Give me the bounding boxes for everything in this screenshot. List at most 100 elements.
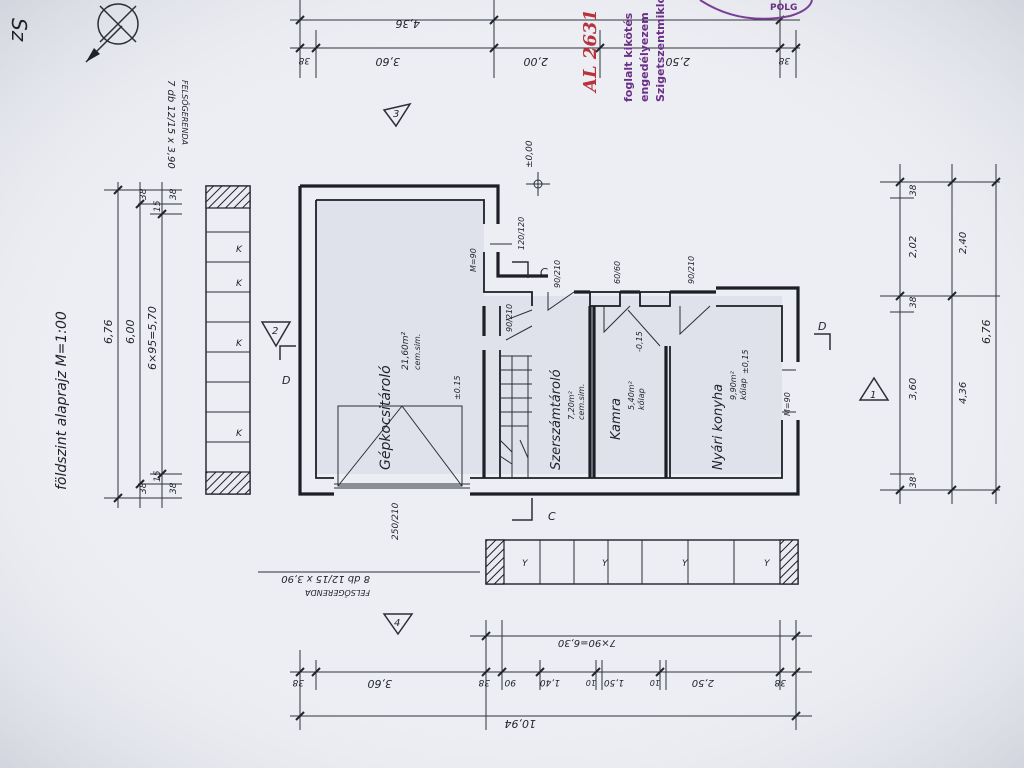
stamp-seal-text: POLG (770, 3, 797, 13)
dim-bottom-total: 10,94 (505, 717, 537, 730)
dim-left-a: 38 (139, 188, 149, 200)
dim-left-d: 38 (139, 482, 149, 494)
room-floor-summer-kitchen: kőlap (739, 378, 748, 400)
section-mark-d-right: D (818, 320, 826, 333)
room-level-summer-kitchen: ±0,15 (741, 349, 750, 374)
view-mark-3: 3 (393, 109, 399, 120)
room-name-summer-kitchen: Nyári konyha (711, 384, 726, 470)
dim-left-c: 38 (169, 188, 179, 200)
staircase (499, 309, 533, 478)
dim-left-total: 6,76 (102, 320, 115, 345)
north-arrow-icon (85, 3, 139, 63)
section-mark-d-left: D (282, 374, 290, 387)
dim-right-f: 4,36 (958, 382, 969, 404)
dim-right-e: 3,60 (908, 378, 919, 400)
view-mark-2: 2 (272, 326, 278, 337)
stamp-line-1: foglalt kikötés (622, 12, 635, 102)
drawing-title: földszint alaprajz M=1:00 (54, 311, 70, 490)
svg-text:Y: Y (522, 559, 529, 569)
dim-right-b: 2,02 (908, 236, 919, 258)
stamp-line-2: engedélyezem (638, 12, 651, 102)
svg-text:Y: Y (764, 559, 771, 569)
dim-bottom-k: 7×90=6,30 (558, 637, 616, 648)
dim-left-f: 38 (169, 482, 179, 494)
opening-120: 120/120 (517, 217, 526, 250)
opening-labels: 120/120 90/210 60/60 90/210 250/210 M=90… (391, 217, 792, 540)
dim-left-inner: 6,00 (124, 320, 137, 345)
svg-text:K: K (236, 339, 243, 349)
room-level-garage: ±0.15 (453, 375, 462, 400)
garage-door-swing (334, 405, 470, 489)
dim-left-e: 15 (153, 470, 163, 482)
level-mark-outside: ±0,00 (525, 140, 550, 196)
dim-bottom-f: 10 (586, 678, 596, 687)
section-mark-c-bottom: C (548, 510, 556, 523)
section-mark-c-top: C (540, 266, 548, 279)
corner-mark: Sz (7, 18, 31, 42)
lintel-bottom-sub: FELSŐGERENDA (305, 588, 370, 598)
dim-right-a: 38 (909, 184, 919, 196)
dim-bottom-d: 90 (504, 677, 516, 687)
room-name-pantry: Kamra (609, 398, 624, 440)
view-marks: 3 2 1 4 (260, 102, 890, 636)
view-mark-1: 1 (870, 390, 876, 401)
dim-right-total: 6,76 (980, 320, 993, 345)
level-mark-0: ±0,00 (525, 140, 535, 168)
right-dimensions: 38 2,02 2,40 6,76 38 3,60 4,36 38 (880, 164, 1001, 504)
dim-top-b: 38 (298, 55, 310, 65)
dim-bottom-c: 38 (478, 677, 490, 687)
opening-90-b: 90/210 (687, 256, 696, 284)
lintel-strip-left: K K K K (205, 185, 251, 495)
room-summer-kitchen: Nyári konyha 9,90m² kőlap ±0,15 (711, 349, 750, 470)
top-dimensions: 4,36 3,60 38 2,00 2,50 38 (290, 0, 801, 78)
lintel-bottom-label: 8 db 12/15 x 3,90 (281, 573, 370, 584)
dim-right-d: 38 (909, 296, 919, 308)
room-name-garage: Gépkocsitároló (378, 365, 394, 470)
dim-top-total: 4,36 (396, 17, 421, 30)
dim-right-c: 2,40 (958, 232, 969, 254)
dim-top-a: 3,60 (376, 55, 401, 68)
door-swings (490, 243, 796, 413)
bottom-dimensions: 10,94 38 3,60 38 90 1,40 10 1,50 10 2,50… (290, 620, 812, 730)
dim-left-bays: 6×95=5,70 (146, 306, 159, 370)
lintel-top-sub: FELSŐGERENDA (180, 80, 190, 145)
room-tool-storage: Szerszámtároló 7,20m² cem.sim. (549, 369, 586, 470)
view-mark-4: 4 (394, 618, 400, 629)
dim-bottom-h: 10 (650, 678, 660, 687)
svg-text:Y: Y (602, 559, 609, 569)
room-area-garage: 21,60m² (401, 331, 411, 370)
lintel-top-label: 7 db 12/15 x 3,90 (165, 80, 176, 169)
room-floor-garage: cem.sim. (413, 334, 422, 370)
opening-stairs: 90/210 (505, 304, 514, 332)
room-garage: Gépkocsitároló 21,60m² cem.sim. ±0.15 (378, 331, 462, 470)
room-area-pantry: 5,40m² (627, 380, 636, 410)
stamp-line-3: Szigetszentmiklós, 18 (654, 0, 667, 102)
room-floor-tool-storage: cem.sim. (577, 384, 586, 420)
opening-60: 60/60 (613, 261, 622, 284)
section-cuts: C C D D (279, 261, 831, 523)
room-area-summer-kitchen: 9,90m² (729, 370, 738, 400)
room-floor-pantry: kőlap (637, 388, 646, 410)
svg-text:K: K (236, 429, 243, 439)
room-area-tool-storage: 7,20m² (567, 390, 576, 420)
dim-top-e: 38 (778, 55, 790, 65)
dim-bottom-j: 38 (774, 677, 786, 687)
left-dimensions: 6,76 6,00 6×95=5,70 38 15 38 38 15 38 (102, 182, 182, 508)
dim-bottom-b: 3,60 (368, 677, 393, 690)
svg-text:K: K (236, 245, 243, 255)
window-mark-left: M=90 (469, 248, 478, 272)
dim-bottom-i: 2,50 (692, 677, 714, 688)
dim-top-d: 2,50 (666, 55, 691, 68)
dim-top-c: 2,00 (524, 55, 549, 68)
opening-garage: 250/210 (391, 502, 401, 540)
window-mark-right: M=90 (783, 392, 792, 416)
dim-bottom-a: 38 (292, 677, 304, 687)
svg-text:Y: Y (682, 559, 689, 569)
svg-text:K: K (236, 279, 243, 289)
dim-left-b: 15 (153, 200, 163, 212)
approval-stamp: POLG AL 2631 foglalt kikötés engedélyeze… (580, 0, 813, 102)
room-level-pantry: -0,15 (635, 331, 644, 352)
dim-right-g: 38 (909, 476, 919, 488)
room-pantry: Kamra 5,40m² kőlap -0,15 (609, 331, 646, 440)
